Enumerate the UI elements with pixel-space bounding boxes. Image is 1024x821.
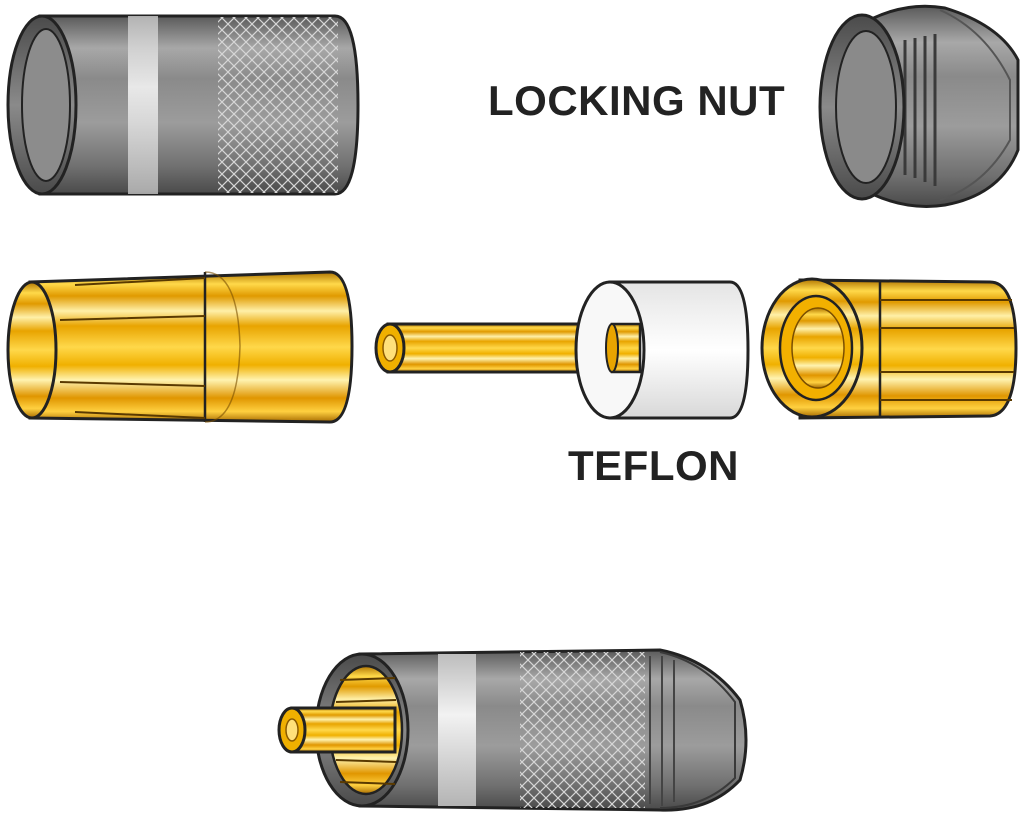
assembled-rca-plug: [277, 648, 748, 812]
locking-nut: [818, 4, 1020, 208]
center-pin: [374, 322, 614, 374]
knurled-shell: [6, 14, 360, 196]
gold-collet: [760, 277, 1018, 420]
teflon-insulator: [574, 280, 750, 420]
slotted-gold-sleeve: [6, 270, 354, 424]
teflon-label: TEFLON: [568, 442, 739, 489]
locking-nut-label: LOCKING NUT: [488, 77, 786, 124]
